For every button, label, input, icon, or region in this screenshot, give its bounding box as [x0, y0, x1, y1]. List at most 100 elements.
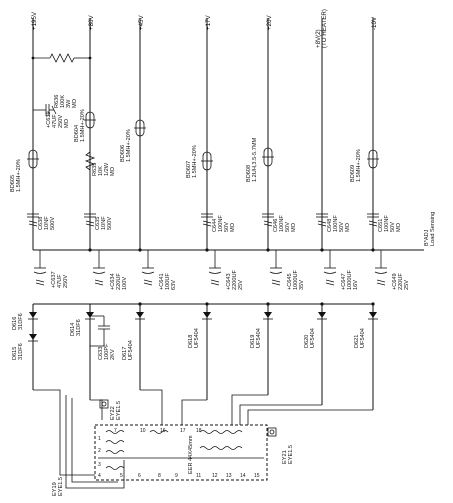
- c639-text-line: MO: [64, 118, 70, 128]
- diode-d619-label: D619UF5404: [250, 328, 262, 348]
- d615-text-line: 31DF6: [18, 343, 24, 360]
- eyelet-ey19-label: EY19EYE1.5: [52, 477, 64, 496]
- junction-dots: [88, 248, 375, 306]
- c637-text-line: 250V: [63, 275, 69, 288]
- d618-text: D618UF5404: [188, 328, 200, 348]
- c633-text: C633100PF2KV: [98, 343, 116, 360]
- pin-6: 6: [138, 473, 141, 479]
- cap-c634-label: +C634220UF100V: [110, 273, 128, 290]
- sense-label: B*ADJLoad Sensing: [424, 212, 436, 246]
- ey21-text: EY21EYE1.5: [282, 445, 294, 464]
- bd606-text: BD6061.5MH+-20%: [120, 129, 132, 162]
- c644-text-line: 100NF: [218, 215, 224, 232]
- c647-text-line: 16V: [353, 280, 359, 290]
- cap-c646-label: C646100NF50VMO: [273, 215, 297, 232]
- c644-text-line: 50V: [224, 222, 230, 232]
- d621-text: D621UF5404: [354, 328, 366, 348]
- d617-text-line: UF5404: [128, 340, 134, 360]
- c634-text: +C634220UF100V: [110, 273, 128, 290]
- cap-c633-label: C633100PF2KV: [98, 343, 116, 360]
- c648-text-line: 100NF: [333, 215, 339, 232]
- bd605-text: BD6051.5MH+-20%: [10, 159, 22, 192]
- eyelet-ey21: [267, 427, 277, 437]
- c649-text-line: +C649: [392, 273, 398, 290]
- d614-text-line: D614: [70, 323, 76, 336]
- ey19-text-line: EYE1.5: [58, 477, 64, 496]
- eyelet-ey22: [99, 399, 109, 409]
- c646-text-line: 100NF: [279, 215, 285, 232]
- bead-bd608: [262, 147, 274, 167]
- bd604-text: BD6041.5MH+-20%: [74, 109, 86, 142]
- c637-text-line: +C637: [51, 271, 57, 288]
- d617-text-line: D617: [122, 347, 128, 360]
- r636-text-line: R636: [54, 95, 60, 108]
- d615-text: D61531DF6: [12, 343, 24, 360]
- c645-text-line: +C645: [287, 273, 293, 290]
- diode-d614-label: D61431DF6: [70, 319, 82, 336]
- c637-text-line: 47UF: [57, 274, 63, 288]
- cap-c644-label: C644100NF50VMO: [212, 215, 236, 232]
- c651-text: C651100NF50VMO: [378, 215, 402, 232]
- c639-text-line: 250V: [58, 115, 64, 128]
- d616-text-line: 31DF6: [18, 313, 24, 330]
- r635-text-line: 10K: [98, 166, 104, 176]
- pin-14: 14: [240, 473, 246, 479]
- c644-text: C644100NF50VMO: [212, 215, 236, 232]
- cap-c633: [90, 315, 110, 347]
- pin-18: 18: [196, 428, 202, 434]
- bd609-text-line: BD609: [350, 165, 356, 182]
- c648-text-line: C648: [327, 219, 333, 232]
- bead-bd604: [84, 111, 96, 129]
- diodes: [28, 304, 378, 410]
- c634-text-line: 220UF: [116, 273, 122, 290]
- diode-d618-label: D618UF5404: [188, 328, 200, 348]
- c633-text-line: 2KV: [110, 349, 116, 360]
- rail-label-m10v: -10V: [371, 16, 378, 30]
- d618-text-line: UF5404: [194, 328, 200, 348]
- diode-d616-label: D61631DF6: [12, 313, 24, 330]
- pin-8: 8: [158, 473, 161, 479]
- cap-c639: [33, 104, 57, 116]
- d620-text-line: UF5404: [310, 328, 316, 348]
- c651-text-line: MO: [396, 222, 402, 232]
- electrolytic-caps: [33, 250, 388, 286]
- c648-text: C648100NF50VMO: [327, 215, 351, 232]
- pin-16: 16: [160, 428, 166, 434]
- bead-bd609: [367, 149, 379, 169]
- rail-label-20v: +20V: [266, 15, 273, 30]
- ey21-text-line: EYE1.5: [288, 445, 294, 464]
- cap-c649-label: +C649220UF25V: [392, 273, 410, 290]
- c639-text: +C63947UF250VMO: [46, 111, 70, 128]
- bd605-text-line: 1.5MH+-20%: [16, 159, 22, 192]
- svg-text:+80V: +80V: [88, 15, 95, 30]
- bd607-text-line: 1.5MH+-20%: [192, 145, 198, 178]
- pin-17: 17: [180, 428, 186, 434]
- c635-text-line: 500V: [107, 217, 113, 230]
- bd606-text-line: 1.5MH+-20%: [126, 129, 132, 162]
- bd608-text: BD6081.2UH,3.5-5.7MM: [246, 138, 258, 182]
- sense-text-line: B*ADJ: [424, 229, 430, 246]
- pin-4: 4: [98, 473, 101, 479]
- bead-bd607: [201, 151, 213, 171]
- resistor-r636-label: R636100K3WMO: [54, 95, 78, 108]
- pin-2: 2: [98, 448, 101, 454]
- d616-text: D61631DF6: [12, 313, 24, 330]
- c646-text-line: MO: [291, 222, 297, 232]
- c639-text-line: +C639: [46, 111, 52, 128]
- ey22-text-line: EY22: [110, 406, 116, 420]
- c647-text-line: +C647: [341, 273, 347, 290]
- ey19-text-line: EY19: [52, 482, 58, 496]
- c649-text: +C649220UF25V: [392, 273, 410, 290]
- c651-text-line: C651: [378, 219, 384, 232]
- diode-d615-label: D61531DF6: [12, 343, 24, 360]
- svg-text:+20V: +20V: [266, 15, 273, 30]
- d617-text: D617UF5404: [122, 340, 134, 360]
- svg-text:+45V: +45V: [138, 15, 145, 30]
- c634-text-line: 100V: [122, 277, 128, 290]
- d619-text-line: UF5404: [256, 328, 262, 348]
- c644-text-line: MO: [230, 222, 236, 232]
- sense-text: B*ADJLoad Sensing: [424, 212, 436, 246]
- pin-15: 15: [254, 473, 260, 479]
- rail-label-17v: +17V: [205, 15, 212, 30]
- c643-text-line: 2200UF: [232, 270, 238, 290]
